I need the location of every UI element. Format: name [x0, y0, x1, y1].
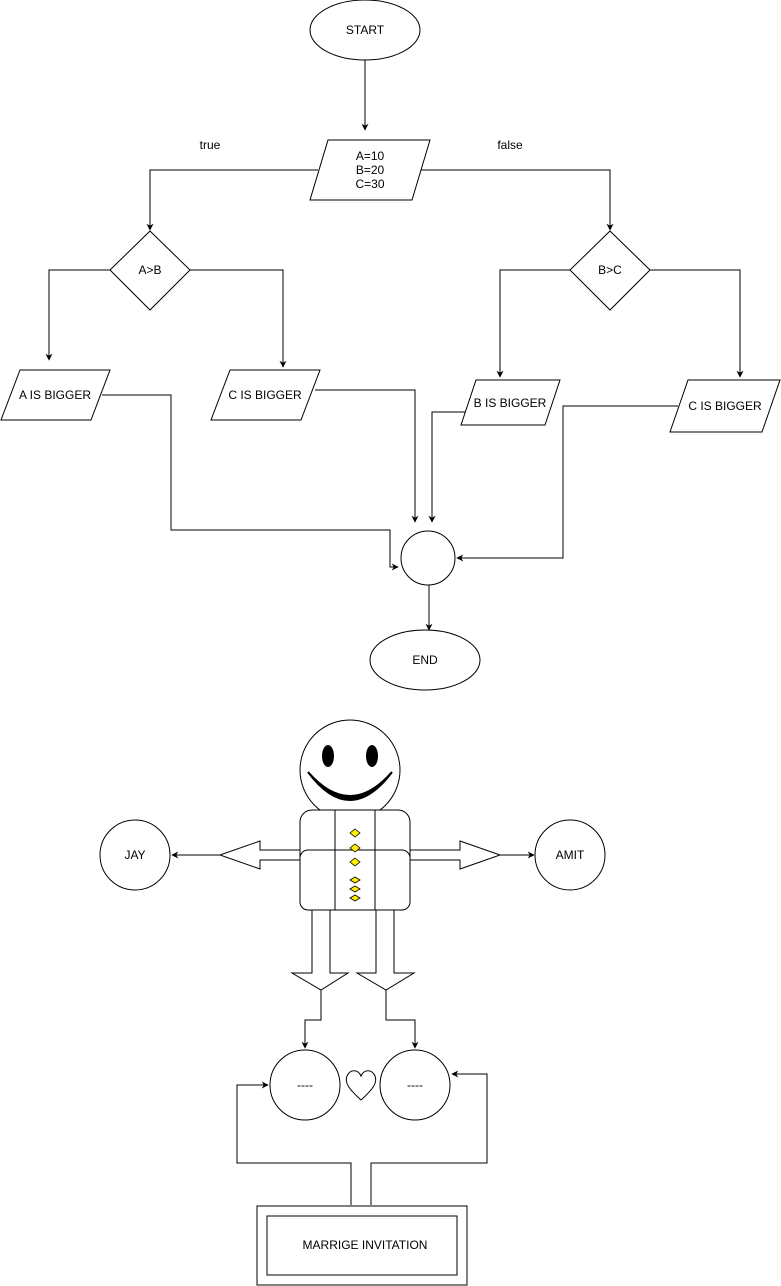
arrow-to-bottom-right-circle	[385, 990, 419, 1049]
arrow-c-bigger-left-to-merge	[315, 389, 419, 523]
arrow-invitation-to-left-circle	[236, 1081, 352, 1205]
arrow-invitation-to-right-circle	[370, 1070, 488, 1205]
decision-a-gt-b	[109, 230, 191, 311]
start-terminator	[309, 0, 421, 61]
end-label: END	[412, 653, 438, 667]
bottom-left-circle	[269, 1049, 341, 1121]
head-circle	[299, 719, 401, 821]
output-b-bigger	[460, 379, 561, 426]
jacket-button-3	[349, 857, 361, 867]
output-b-bigger-label: B IS BIGGER	[474, 396, 547, 410]
input-line-a: A=10	[356, 149, 385, 163]
arrow-to-b-bigger	[496, 269, 572, 378]
bottom-right-circle	[379, 1049, 451, 1121]
arrow-to-c-bigger-left	[188, 269, 287, 368]
smiley-head	[299, 719, 401, 821]
output-a-bigger-label: A IS BIGGER	[19, 388, 91, 402]
invitation-inner-frame	[266, 1215, 458, 1276]
arrow-a-bigger-to-merge	[102, 394, 399, 571]
right-leg-arrow	[355, 909, 416, 991]
left-eye-icon	[322, 745, 334, 767]
jacket-button-5	[349, 885, 361, 893]
smile-mouth-icon	[307, 771, 393, 801]
amit-circle	[534, 819, 606, 891]
figure-body	[299, 809, 411, 911]
jay-circle	[99, 819, 171, 891]
true-branch-label: true	[200, 138, 221, 152]
left-leg-arrow	[290, 909, 350, 991]
jacket-button-1	[349, 828, 361, 838]
bottom-right-circle-label: ----	[407, 1078, 423, 1092]
output-a-bigger	[0, 369, 111, 421]
output-c-bigger-left	[210, 369, 321, 421]
right-arm-arrow	[409, 840, 502, 870]
invitation-label: MARRIGE INVITATION	[303, 1238, 428, 1252]
heart-icon	[345, 1070, 377, 1101]
false-branch-label: false	[497, 138, 523, 152]
right-eye-icon	[366, 745, 378, 767]
jacket-button-2	[349, 843, 361, 853]
output-c-bigger-right-label: C IS BIGGER	[688, 399, 762, 413]
input-data-parallelogram	[309, 139, 431, 201]
arrow-to-c-bigger-right	[648, 269, 744, 378]
jacket-button-6	[349, 894, 361, 902]
end-terminator	[369, 629, 481, 691]
output-c-bigger-right	[669, 379, 781, 433]
arrow-to-bottom-left-circle	[301, 990, 322, 1049]
arrow-c-bigger-right-to-merge	[456, 405, 678, 562]
decision-b-gt-c	[569, 230, 651, 311]
output-c-bigger-left-label: C IS BIGGER	[228, 388, 302, 402]
merge-connector-circle	[400, 530, 456, 586]
arrow-true-branch	[146, 169, 318, 231]
input-line-c: C=30	[355, 177, 384, 191]
bottom-left-circle-label: ----	[297, 1078, 313, 1092]
start-label: START	[346, 23, 385, 37]
arrow-to-a-bigger	[45, 269, 112, 361]
decision-b-gt-c-label: B>C	[598, 263, 622, 277]
arrow-false-branch	[421, 169, 614, 231]
jacket-button-4	[349, 876, 361, 884]
arrow-b-bigger-to-merge	[428, 411, 466, 523]
flowchart-connectors	[45, 60, 744, 631]
input-line-b: B=20	[356, 163, 385, 177]
amit-label: AMIT	[556, 848, 585, 862]
jacket-buttons	[349, 828, 361, 902]
decision-a-gt-b-label: A>B	[138, 263, 161, 277]
jay-label: JAY	[124, 848, 145, 862]
left-arm-arrow	[218, 840, 301, 870]
